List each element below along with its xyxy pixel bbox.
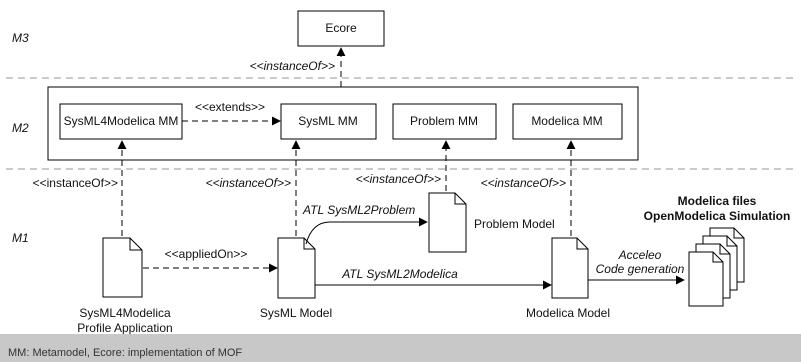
sysml-mm-label: SysML MM — [298, 114, 358, 128]
problem-mm-box: Problem MM — [392, 103, 497, 140]
sysml2problem-arrow — [305, 217, 428, 245]
footer-note: MM: Metamodel, Ecore: implementation of … — [8, 347, 243, 359]
level-label-m1: M1 — [12, 231, 29, 245]
modelica-mm-box: Modelica MM — [512, 103, 623, 140]
sysml-model-doc-icon — [277, 237, 316, 299]
modelica-model-doc-icon — [551, 237, 589, 299]
instanceof-profile-label: <<instanceOf>> — [33, 176, 118, 190]
instanceof-modelica-label: <<instanceOf>> — [481, 176, 566, 190]
acceleo-label-line1: Acceleo — [618, 248, 662, 262]
instanceof-sysml-label: <<instanceOf>> — [206, 176, 291, 190]
level-label-m3: M3 — [12, 31, 29, 45]
ecore-box: Ecore — [297, 10, 385, 47]
level-label-m2: M2 — [12, 121, 29, 135]
modelica-files-stack-icon — [688, 227, 745, 307]
sysml2modelica-label: ATL SysML2Modelica — [341, 267, 458, 281]
profile-application-doc-icon — [102, 237, 143, 298]
footer-note-bar: MM: Metamodel, Ecore: implementation of … — [0, 334, 801, 362]
output-title-line1: Modelica files — [678, 194, 757, 208]
profile-application-label-line1: SysML4Modelica — [79, 306, 171, 320]
sysml4modelica-mm-label: SysML4Modelica MM — [64, 114, 179, 128]
extends-label: <<extends>> — [195, 100, 265, 114]
instanceof-ecore-label: <<instanceOf>> — [250, 59, 335, 73]
problem-mm-label: Problem MM — [410, 114, 478, 128]
modelica-mm-label: Modelica MM — [531, 114, 602, 128]
model-transformation-diagram: M3 M2 M1 Ecore <<instanceOf>> SysML4Mode… — [6, 10, 795, 334]
acceleo-label-line2: Code generation — [596, 262, 685, 276]
ecore-label: Ecore — [325, 21, 357, 35]
output-title-line2: OpenModelica Simulation — [644, 209, 791, 223]
problem-model-label: Problem Model — [474, 217, 555, 231]
sysml2problem-label: ATL SysML2Problem — [302, 203, 415, 217]
sysml4modelica-mm-box: SysML4Modelica MM — [59, 103, 183, 140]
sysml-mm-box: SysML MM — [280, 103, 377, 140]
profile-application-label-line2: Profile Application — [77, 321, 172, 334]
metamodel-container — [47, 86, 639, 161]
applied-on-label: <<appliedOn>> — [165, 247, 248, 261]
problem-model-doc-icon — [428, 192, 467, 253]
sysml-model-label: SysML Model — [260, 306, 332, 320]
instanceof-problem-label: <<instanceOf>> — [356, 172, 441, 186]
modelica-model-label: Modelica Model — [526, 306, 610, 320]
